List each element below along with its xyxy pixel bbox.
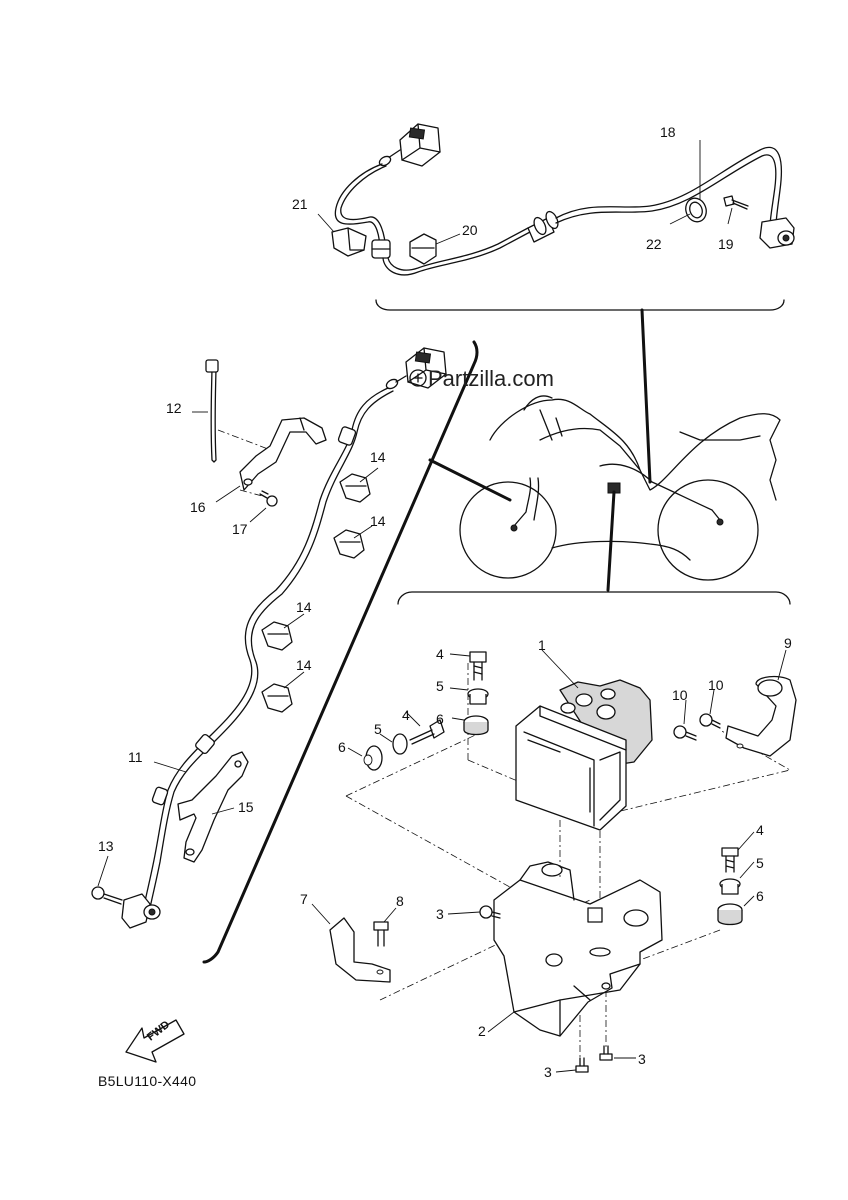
callout-2: 2 <box>478 1023 486 1039</box>
callout-3: 3 <box>436 906 444 922</box>
callout-3: 3 <box>638 1051 646 1067</box>
callout-14: 14 <box>296 599 312 615</box>
link-line-rear <box>640 308 652 484</box>
callout-11: 11 <box>128 749 143 765</box>
callout-21: 21 <box>292 196 308 212</box>
partzilla-logo-icon <box>409 369 427 387</box>
callout-14: 14 <box>370 513 386 529</box>
callout-15: 15 <box>238 799 254 815</box>
callout-19: 19 <box>718 236 734 252</box>
link-line-abs <box>606 490 616 592</box>
callout-6: 6 <box>436 711 444 727</box>
callout-13: 13 <box>98 838 114 854</box>
callout-6: 6 <box>756 888 764 904</box>
callout-9: 9 <box>784 635 792 651</box>
cable-tie-and-bracket <box>205 359 327 507</box>
callout-6: 6 <box>338 739 346 755</box>
reference-code: B5LU110-X440 <box>98 1073 197 1089</box>
sensor-bracket-15 <box>177 751 249 863</box>
leader-lines <box>97 140 787 1073</box>
front-wheel-sensor-lead <box>91 347 447 929</box>
abs-assembly <box>329 651 797 1073</box>
callout-18: 18 <box>660 124 676 140</box>
callout-14: 14 <box>370 449 386 465</box>
callout-10: 10 <box>708 677 724 693</box>
rear-wheel-sensor-lead <box>331 123 795 276</box>
callout-22: 22 <box>646 236 662 252</box>
group-bracket-top <box>375 299 785 311</box>
callout-7: 7 <box>300 891 308 907</box>
callout-10: 10 <box>672 687 688 703</box>
callout-4: 4 <box>756 822 764 838</box>
callout-1: 1 <box>538 637 546 653</box>
link-line-front <box>428 458 512 502</box>
callout-5: 5 <box>436 678 444 694</box>
callout-5: 5 <box>756 855 764 871</box>
fwd-arrow-icon <box>125 1019 185 1063</box>
divider-diagonal <box>202 340 479 964</box>
callout-12: 12 <box>166 400 182 416</box>
callout-3: 3 <box>544 1064 552 1080</box>
group-bracket-abs <box>397 591 791 605</box>
callout-4: 4 <box>436 646 444 662</box>
motorcycle-outline <box>459 395 781 581</box>
callout-16: 16 <box>190 499 206 515</box>
cable-clamps <box>261 473 371 713</box>
callout-20: 20 <box>462 222 478 238</box>
callout-4: 4 <box>402 707 410 723</box>
callout-5: 5 <box>374 721 382 737</box>
callout-8: 8 <box>396 893 404 909</box>
callout-17: 17 <box>232 521 248 537</box>
watermark-text: Partzilla.com <box>428 366 554 391</box>
callout-14: 14 <box>296 657 312 673</box>
